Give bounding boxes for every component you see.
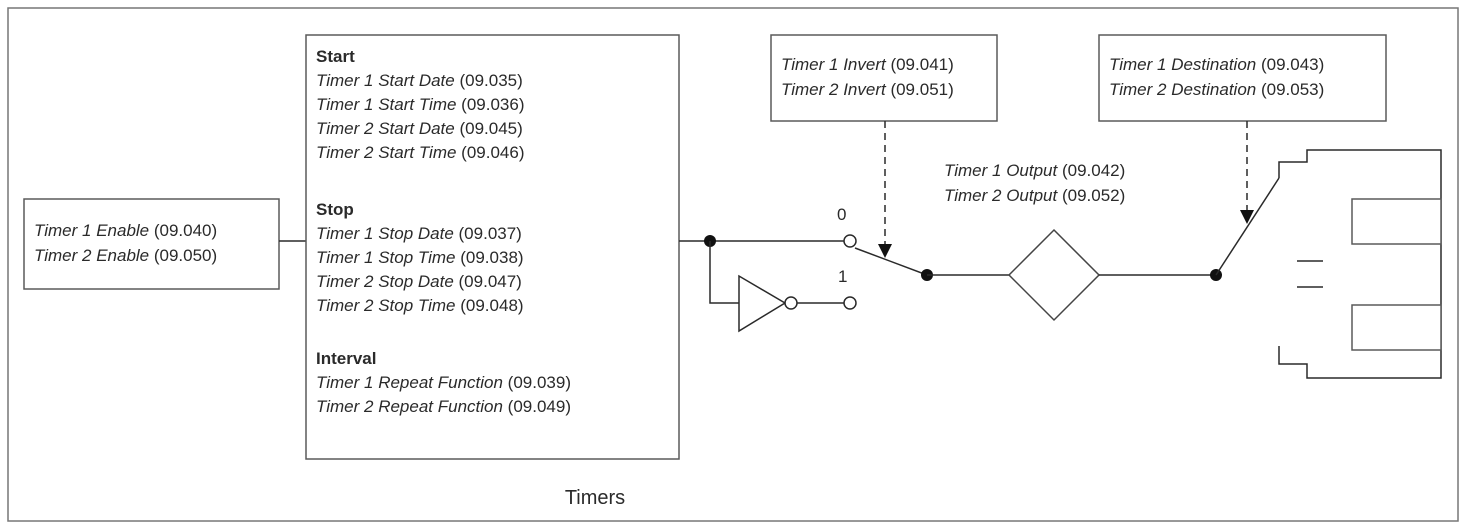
switch-label-0: 0: [837, 205, 846, 224]
destination-line-1: Timer 1 Destination (09.043): [1109, 55, 1324, 74]
start-line-2: Timer 1 Start Time (09.036): [316, 95, 525, 114]
invert-box: [770, 34, 998, 122]
stop-line-1: Timer 1 Stop Date (09.037): [316, 224, 522, 243]
destination-control-arrowhead: [1240, 210, 1254, 224]
destination-box: [1098, 34, 1387, 122]
enable-box: [23, 198, 280, 290]
enable-line-1: Timer 1 Enable (09.040): [34, 221, 217, 240]
stop-line-2: Timer 1 Stop Time (09.038): [316, 248, 524, 267]
stop-heading: Stop: [316, 200, 354, 219]
interval-heading: Interval: [316, 349, 376, 368]
invert-line-2: Timer 2 Invert (09.051): [781, 80, 954, 99]
destination-line-2: Timer 2 Destination (09.053): [1109, 80, 1324, 99]
switch-arm: [854, 247, 928, 276]
interval-line-1: Timer 1 Repeat Function (09.039): [316, 373, 571, 392]
output-label-line-1: Timer 1 Output (09.042): [944, 161, 1125, 180]
output-label-line-2: Timer 2 Output (09.052): [944, 186, 1125, 205]
start-line-1: Timer 1 Start Date (09.035): [316, 71, 523, 90]
start-heading: Start: [316, 47, 355, 66]
switch-label-1: 1: [838, 267, 847, 286]
interval-line-2: Timer 2 Repeat Function (09.049): [316, 397, 571, 416]
enable-line-2: Timer 2 Enable (09.050): [34, 246, 217, 265]
wire-to-inverter: [709, 241, 739, 304]
stop-line-3: Timer 2 Stop Date (09.047): [316, 272, 522, 291]
schedule-box: [305, 34, 680, 460]
destination-selector-arm: [1215, 177, 1280, 276]
output-diamond: [1007, 228, 1101, 322]
invert-line-1: Timer 1 Invert (09.041): [781, 55, 954, 74]
invert-control-arrowhead: [878, 244, 892, 258]
inverter-gate: [738, 274, 787, 333]
inverter-bubble: [784, 296, 798, 310]
destination-slot-lower: [1351, 304, 1442, 351]
start-line-4: Timer 2 Start Time (09.046): [316, 143, 525, 162]
switch-contact-1: [843, 296, 857, 310]
stop-line-4: Timer 2 Stop Time (09.048): [316, 296, 524, 315]
switch-contact-0: [843, 234, 857, 248]
diagram-caption: Timers: [565, 487, 625, 509]
destination-parameter-bracket: [1278, 149, 1442, 379]
start-line-3: Timer 2 Start Date (09.045): [316, 119, 523, 138]
destination-slot-upper: [1351, 198, 1442, 245]
